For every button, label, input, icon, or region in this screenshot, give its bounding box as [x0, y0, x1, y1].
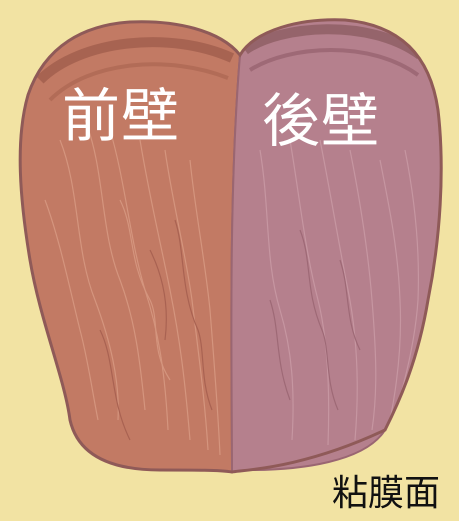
front-wall-label: 前壁	[62, 82, 181, 150]
front-wall-region	[19, 20, 242, 474]
back-wall-label: 後壁	[262, 87, 381, 155]
stomach-outline	[18, 18, 443, 474]
mucosal-surface-caption: 粘膜面	[332, 473, 441, 514]
